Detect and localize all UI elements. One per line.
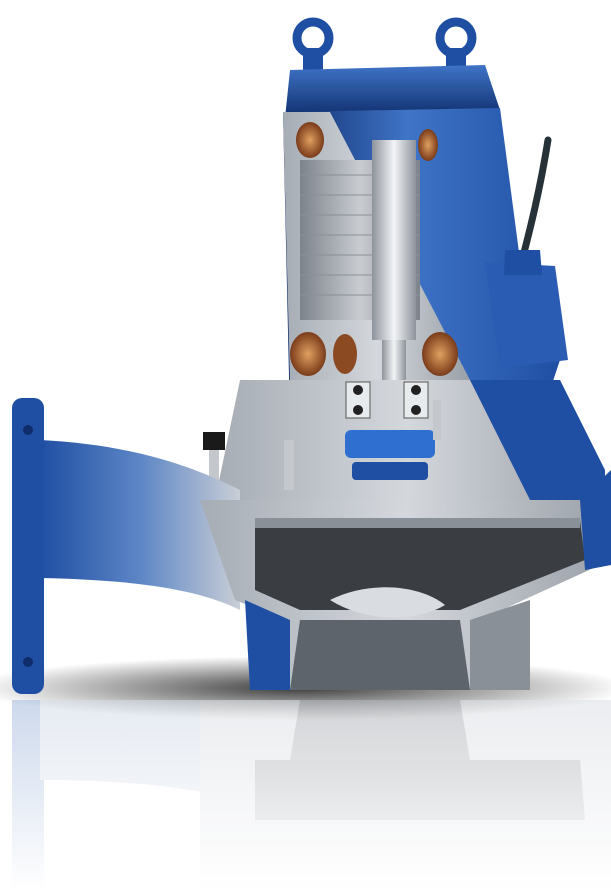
- bolt-left-stud: [209, 450, 219, 500]
- discharge-pipe: [40, 440, 240, 610]
- winding-bottom-right: [422, 332, 458, 376]
- impeller-top-plate: [255, 518, 580, 528]
- bolt-right-stud: [433, 400, 441, 440]
- winding-bottom-left: [290, 332, 326, 376]
- casing-edge-blue: [580, 470, 611, 570]
- winding-bottom-mid: [333, 334, 357, 374]
- discharge-flange: [12, 398, 44, 694]
- rotor-shaft: [372, 140, 416, 340]
- suction-inlet: [290, 620, 470, 690]
- motor-top-cap: [285, 65, 500, 118]
- cable-junction-box: [485, 262, 568, 368]
- cable-gland: [504, 250, 542, 275]
- ball-bearing-right: [403, 381, 429, 419]
- winding-top-right: [418, 129, 438, 161]
- flange-bolt-bottom: [23, 657, 33, 667]
- reflection-fade: [0, 700, 611, 891]
- impeller-chamber: [255, 520, 585, 610]
- bolt-inner-stud: [284, 440, 294, 490]
- flange-bolt-top: [23, 425, 33, 435]
- mechanical-seal: [345, 430, 435, 458]
- foot-right: [470, 600, 530, 690]
- impeller-vane: [330, 587, 445, 618]
- lifting-eye-left: [292, 17, 334, 74]
- foot-left: [245, 600, 290, 690]
- ball-bearing-left: [345, 381, 371, 419]
- winding-top-left: [296, 122, 324, 158]
- bolt-left: [203, 432, 225, 450]
- mechanical-seal-lower: [352, 462, 428, 480]
